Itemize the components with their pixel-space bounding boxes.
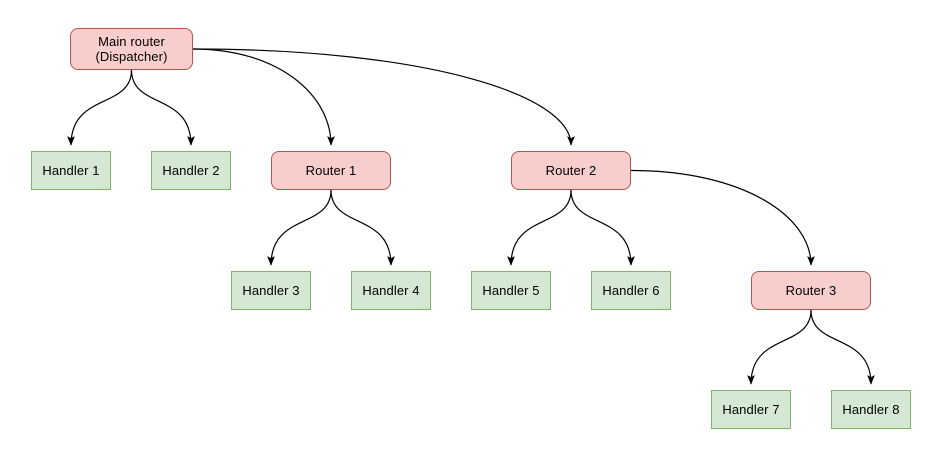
edge-r1-h4 xyxy=(330,189,395,266)
edge-r2-h5 xyxy=(507,189,572,266)
edge-path-group xyxy=(67,48,875,385)
node-router-1[interactable]: Router 1 xyxy=(271,151,391,190)
edge-r3-h7 xyxy=(747,309,812,385)
node-label-main-router: Main router (Dispatcher) xyxy=(95,34,168,64)
node-handler-6[interactable]: Handler 6 xyxy=(591,271,671,310)
edge-r2-h6 xyxy=(570,189,635,266)
edge-r2-r3 xyxy=(630,169,815,266)
node-label-handler-4: Handler 4 xyxy=(362,283,420,298)
node-handler-1[interactable]: Handler 1 xyxy=(31,151,111,190)
node-label-handler-6: Handler 6 xyxy=(602,283,660,298)
node-label-handler-1: Handler 1 xyxy=(42,163,100,178)
node-label-router-1: Router 1 xyxy=(305,163,357,178)
node-handler-2[interactable]: Handler 2 xyxy=(151,151,231,190)
edge-main-h1 xyxy=(67,69,133,146)
node-router-2[interactable]: Router 2 xyxy=(511,151,631,190)
node-router-3[interactable]: Router 3 xyxy=(751,271,871,310)
edge-r3-h8 xyxy=(810,309,875,385)
node-label-handler-2: Handler 2 xyxy=(162,163,220,178)
node-label-router-3: Router 3 xyxy=(785,283,837,298)
node-main-router[interactable]: Main router (Dispatcher) xyxy=(70,28,193,70)
node-handler-5[interactable]: Handler 5 xyxy=(471,271,551,310)
node-handler-7[interactable]: Handler 7 xyxy=(711,390,791,429)
node-label-handler-7: Handler 7 xyxy=(722,402,780,417)
node-handler-4[interactable]: Handler 4 xyxy=(351,271,431,310)
node-label-handler-5: Handler 5 xyxy=(482,283,540,298)
node-handler-8[interactable]: Handler 8 xyxy=(831,390,911,429)
edge-r1-h3 xyxy=(267,189,332,266)
node-label-handler-3: Handler 3 xyxy=(242,283,300,298)
node-handler-3[interactable]: Handler 3 xyxy=(231,271,311,310)
node-label-router-2: Router 2 xyxy=(545,163,597,178)
edge-main-r1 xyxy=(192,48,335,146)
edge-main-h2 xyxy=(130,69,195,146)
edge-main-r2 xyxy=(192,48,575,146)
node-label-handler-8: Handler 8 xyxy=(842,402,900,417)
